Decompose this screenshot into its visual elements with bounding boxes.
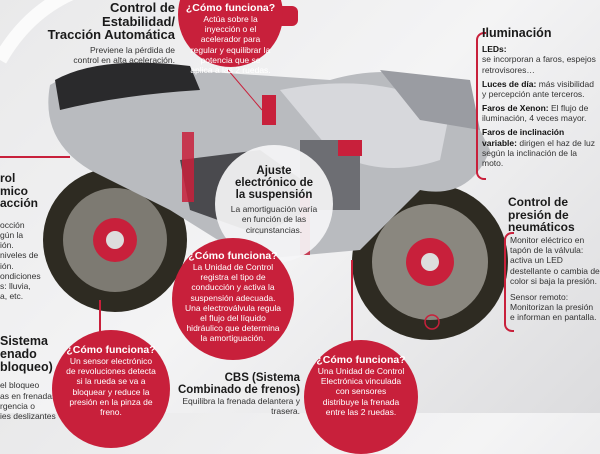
lighting-bracket (476, 32, 486, 180)
tire-pressure-section: Monitor eléctrico en tapón de la válvula… (510, 235, 600, 323)
traction-desc-line: occión (0, 219, 25, 230)
traction-title-line: rol (0, 171, 16, 185)
how-body: Un sensor electrónico de revoluciones de… (66, 356, 156, 417)
tire-item: Monitor eléctrico en tapón de la válvula… (510, 235, 600, 286)
traction-section: rol mico acción occión gún la ión. nivel… (0, 172, 41, 301)
traction-desc-line: ión. (0, 260, 14, 271)
traction-desc-line: a, etc. (0, 291, 24, 302)
cbs-how-circle: ¿Cómo funciona? Una Unidad de Control El… (304, 340, 418, 454)
suspension-title-line: electrónico de (235, 177, 313, 190)
lighting-section: Iluminación LEDs:se incorporan a faros, … (482, 26, 600, 172)
lighting-label: Faros de Xenon: (482, 103, 549, 114)
tire-title-line: neumáticos (508, 220, 575, 235)
how-question: ¿Cómo funciona? (188, 250, 278, 262)
suspension-how-circle: ¿Cómo funciona? La Unidad de Control reg… (172, 238, 294, 360)
traction-title-line: acción (0, 196, 39, 211)
stability-title-line: Tracción Automática (47, 27, 175, 43)
stability-title-line: Estabilidad/ (102, 13, 175, 29)
stability-how-circle: ¿Cómo funciona? Actúa sobre la inyección… (178, 0, 283, 75)
how-body: Una Unidad de Control Electrónica vincul… (317, 366, 405, 417)
tire-title-line: Control de (508, 195, 568, 209)
cbs-title-line: CBS (Sistema (224, 372, 300, 384)
tire-pressure-title: Control de presión de neumáticos (508, 196, 575, 234)
abs-title-line: enado (0, 347, 37, 362)
abs-title-line: bloqueo) (0, 360, 53, 375)
suspension-title-line: la suspensión (235, 189, 313, 202)
lighting-text: más visibilidad y percepción ante tercer… (482, 78, 594, 99)
tire-bracket (504, 232, 514, 332)
cbs-title-line: Combinado de frenos) (177, 384, 300, 397)
lighting-label: Faros de inclinación variable: (482, 127, 565, 148)
abs-how-circle: ¿Cómo funciona? Un sensor electrónico de… (52, 330, 170, 448)
lighting-label: LEDs: (482, 44, 507, 55)
tire-title-line: presión de (508, 207, 569, 222)
traction-desc-line: ondiciones (0, 270, 41, 281)
abs-section: Sistema enado bloqueo) el bloqueo as en … (0, 334, 57, 421)
stability-section: Control de Estabilidad/ Tracción Automát… (48, 1, 175, 65)
lighting-text: se incorporan a faros, espejos retroviso… (482, 54, 596, 75)
traction-desc-line: niveles de (0, 250, 39, 261)
motorcycle-illustration (0, 6, 508, 345)
suspension-desc: La amortiguación varía en función de las… (230, 204, 318, 235)
tire-item: Sensor remoto: Monitorizan la presión e … (510, 291, 597, 323)
abs-desc-line: ies deslizantes (0, 410, 56, 421)
traction-desc-line: gún la (0, 229, 24, 240)
traction-title-line: mico (0, 183, 29, 198)
traction-desc-line: ión. (0, 240, 14, 251)
lighting-label: Luces de día: (482, 78, 537, 89)
lighting-text: dirigen el haz de luz según la inclinaci… (482, 137, 595, 168)
abs-desc-line: rgencia o (0, 400, 35, 411)
cbs-section: CBS (Sistema Combinado de frenos) Equili… (176, 372, 300, 417)
traction-desc-line: s: lluvia, (0, 280, 31, 291)
abs-desc-line: as en frenadas (0, 390, 57, 401)
suspension-title-line: Ajuste (256, 165, 292, 177)
stability-title-line: Control de (110, 0, 175, 15)
how-question: ¿Cómo funciona? (316, 354, 406, 366)
stability-desc: Previene la pérdida de control en alta a… (73, 44, 175, 66)
how-body: Actúa sobre la inyección o el acelerador… (190, 14, 271, 75)
how-question: ¿Cómo funciona? (66, 344, 156, 356)
abs-desc-line: el bloqueo (0, 380, 40, 391)
abs-title-line: Sistema (0, 334, 48, 348)
cbs-desc: Equilibra la frenada delantera y trasera… (182, 396, 300, 417)
lighting-title: Iluminación (482, 26, 552, 40)
how-question: ¿Cómo funciona? (185, 2, 276, 14)
lighting-text: El flujo de iluminación, 4 veces mayor. (482, 103, 589, 124)
how-body: La Unidad de Control registra el tipo de… (185, 262, 281, 344)
